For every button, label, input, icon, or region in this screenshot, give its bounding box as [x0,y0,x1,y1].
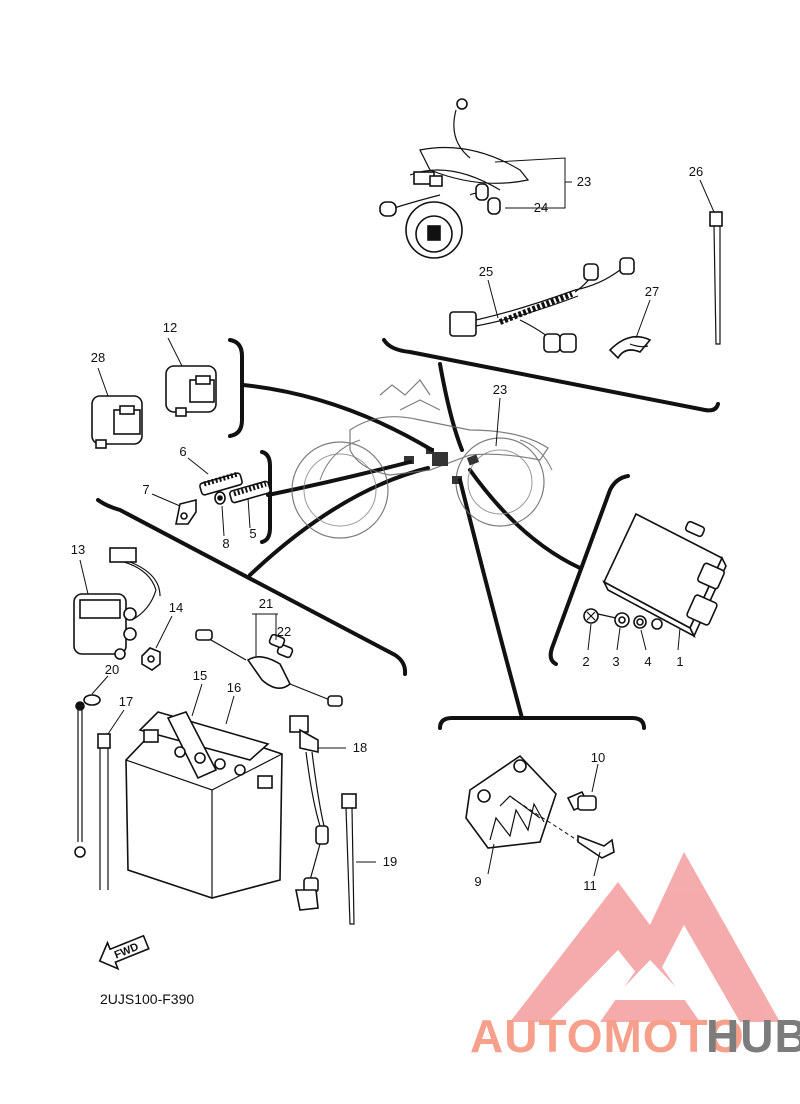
watermark-text-secondary: HUB [706,1010,800,1062]
callout-1: 1 [676,654,683,669]
callout-27: 27 [645,284,659,299]
clamp-27 [608,299,652,360]
ground-lead-20 [74,675,109,858]
battery-15 [125,683,283,899]
callout-23-lower: 23 [493,382,507,397]
ecu-unit-1 [583,512,727,651]
callout-16: 16 [227,680,241,695]
callout-13: 13 [71,542,85,557]
callout-20: 20 [105,662,119,677]
watermark-text-primary: AUTOMOTO [470,1010,745,1062]
diagram-code: 2UJS100-F390 [100,991,194,1007]
motorcycle-outline [291,379,553,539]
relay-28 [91,367,143,449]
callout-4: 4 [644,654,651,669]
callout-labels: 1 2 3 4 5 6 7 8 9 10 11 12 13 14 15 16 1… [71,164,703,893]
callout-7: 7 [142,482,149,497]
callout-8: 8 [222,536,229,551]
callout-19: 19 [383,854,397,869]
zone-leader-lines [241,362,582,720]
callout-22: 22 [277,624,291,639]
callout-24: 24 [534,200,548,215]
fwd-arrow-icon: FWD [98,934,150,971]
cable-tie-26 [699,179,723,345]
callout-28: 28 [91,350,105,365]
callout-26: 26 [689,164,703,179]
callout-23b-leader [495,397,501,447]
wire-harness-sub [449,257,635,353]
callout-5: 5 [249,526,256,541]
rectifier-regulator-9 [465,754,615,877]
lead-wire-18 [289,715,346,911]
callout-25: 25 [479,264,493,279]
watermark-logo-icon [510,852,780,1022]
fuse-21-22 [195,613,343,707]
callout-17: 17 [119,694,133,709]
callout-18: 18 [353,740,367,755]
fuse-holders [151,457,271,537]
breather-hose-17 [97,709,125,890]
nut-14 [141,615,173,671]
callout-9: 9 [474,874,481,889]
callout-21: 21 [259,596,273,611]
callout-14: 14 [169,600,183,615]
relay-12 [165,337,217,417]
wire-harness-main [379,98,530,259]
callout-23-upper: 23 [577,174,591,189]
callout-3: 3 [612,654,619,669]
zone-brackets [96,338,720,730]
callout-2: 2 [582,654,589,669]
starter-relay-13 [73,547,161,660]
callout-23a-leader [494,157,572,209]
callout-10: 10 [591,750,605,765]
cable-tie-19 [341,793,376,925]
callout-11: 11 [583,878,597,893]
callout-12: 12 [163,320,177,335]
callout-6: 6 [179,444,186,459]
callout-15: 15 [193,668,207,683]
